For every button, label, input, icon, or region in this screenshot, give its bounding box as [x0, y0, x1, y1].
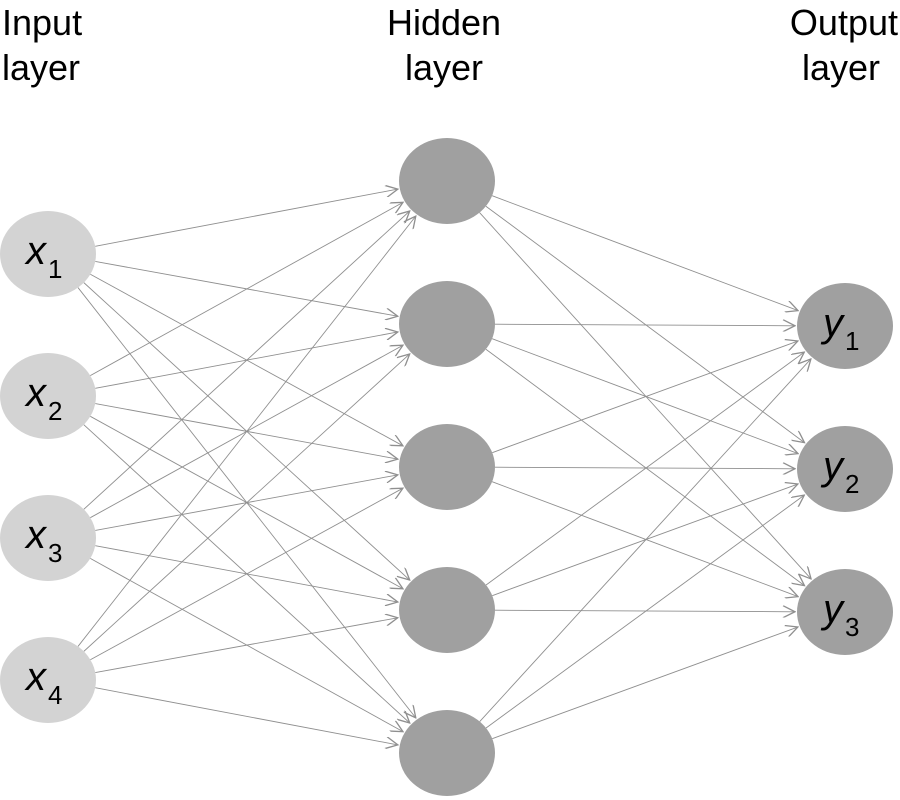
hidden-layer-title-line1: Hidden [387, 2, 501, 43]
output-node-1 [797, 283, 893, 369]
input-node-label-4: x4 [24, 655, 62, 710]
edge-hidden-2-output-1 [494, 324, 795, 326]
hidden-node-3 [399, 424, 495, 510]
input-node-1 [0, 211, 96, 297]
input-node-label-1: x1 [24, 229, 62, 284]
edge-hidden-4-output-2 [492, 484, 798, 597]
input-node-label-3: x3 [24, 513, 62, 568]
edge-hidden-2-output-3 [485, 348, 805, 585]
output-node-label-1-sub: 1 [845, 326, 859, 356]
output-layer-title-line2: layer [802, 47, 880, 88]
edge-hidden-1-output-3 [479, 212, 812, 579]
output-node-2 [797, 426, 893, 512]
edge-input-4-hidden-2 [83, 354, 410, 652]
output-node-label-1: y1 [820, 301, 859, 356]
output-node-3 [797, 569, 893, 655]
input-node-4 [0, 637, 96, 723]
output-node-label-1-var: y [820, 301, 846, 345]
input-node-label-1-sub: 1 [48, 254, 62, 284]
edge-hidden-4-output-3 [494, 610, 795, 612]
input-node-label-2-sub: 2 [48, 396, 62, 426]
hidden-layer-title-line2: layer [405, 47, 483, 88]
edge-hidden-3-output-3 [491, 481, 798, 597]
edge-input-4-hidden-4 [95, 618, 397, 674]
input-layer-title-line1: Input [2, 2, 82, 43]
connection-edges [77, 189, 812, 745]
edge-hidden-5-output-1 [479, 359, 811, 722]
edge-hidden-1-output-1 [491, 195, 798, 311]
edge-hidden-3-output-1 [492, 341, 798, 454]
edge-hidden-2-output-2 [491, 338, 798, 454]
edge-input-4-hidden-5 [95, 687, 398, 745]
output-node-label-2-var: y [820, 444, 846, 488]
output-node-label-2: y2 [820, 444, 859, 499]
input-node-label-4-var: x [24, 655, 48, 699]
edge-hidden-4-output-1 [485, 352, 804, 586]
edge-input-4-hidden-1 [77, 216, 416, 647]
hidden-node-1 [399, 138, 495, 224]
output-node-label-3-sub: 3 [845, 612, 859, 642]
edge-hidden-5-output-2 [485, 495, 804, 729]
output-node-label-2-sub: 2 [845, 469, 859, 499]
output-node-label-3: y3 [820, 587, 859, 642]
hidden-node-2 [399, 281, 495, 367]
edge-input-2-hidden-1 [90, 202, 403, 376]
input-node-label-3-var: x [24, 513, 48, 557]
edge-input-3-hidden-1 [83, 211, 410, 510]
input-node-label-2: x2 [24, 371, 62, 426]
input-node-2 [0, 353, 96, 439]
input-node-label-3-sub: 3 [48, 538, 62, 568]
edge-input-4-hidden-3 [90, 488, 403, 661]
edge-hidden-3-output-2 [494, 467, 795, 469]
edge-input-1-hidden-1 [95, 189, 398, 247]
hidden-node-5 [399, 710, 495, 796]
output-node-label-3-var: y [820, 587, 846, 631]
input-layer-title-line2: layer [2, 47, 80, 88]
hidden-node-4 [399, 567, 495, 653]
edge-hidden-1-output-2 [485, 205, 805, 442]
output-layer-title-line1: Output [790, 2, 898, 43]
edge-hidden-5-output-3 [492, 627, 798, 740]
input-node-3 [0, 495, 96, 581]
input-node-label-2-var: x [24, 371, 48, 415]
input-node-label-1-var: x [24, 229, 48, 273]
input-node-label-4-sub: 4 [48, 680, 62, 710]
